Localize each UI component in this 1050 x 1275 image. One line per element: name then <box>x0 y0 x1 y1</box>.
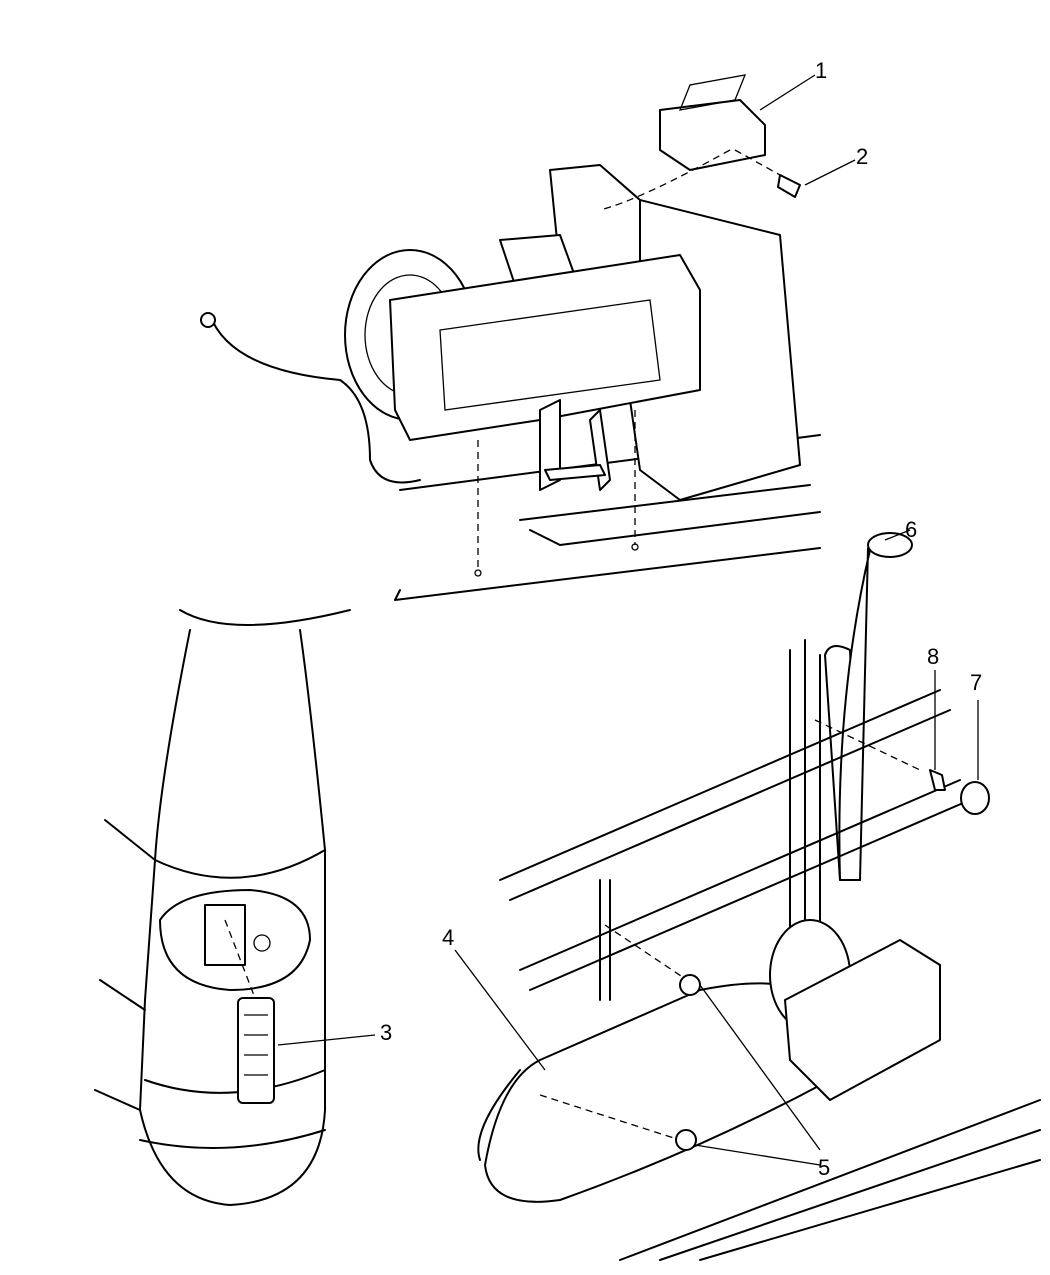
callout-6: 6 <box>905 517 917 542</box>
part-2-screw <box>734 149 856 198</box>
callout-4: 4 <box>442 925 454 950</box>
fasteners <box>454 529 990 1166</box>
part-3-vent <box>224 919 376 1104</box>
callout-2: 2 <box>856 144 868 169</box>
callout-8: 8 <box>927 644 939 669</box>
callout-5: 5 <box>818 1155 830 1180</box>
blower-module-assembly <box>200 164 821 601</box>
rear-duct-assembly <box>477 532 1041 1261</box>
callout-1: 1 <box>815 58 827 83</box>
callout-3: 3 <box>380 1020 392 1045</box>
pillar-trim-assembly <box>94 609 351 1206</box>
callout-7: 7 <box>970 670 982 695</box>
